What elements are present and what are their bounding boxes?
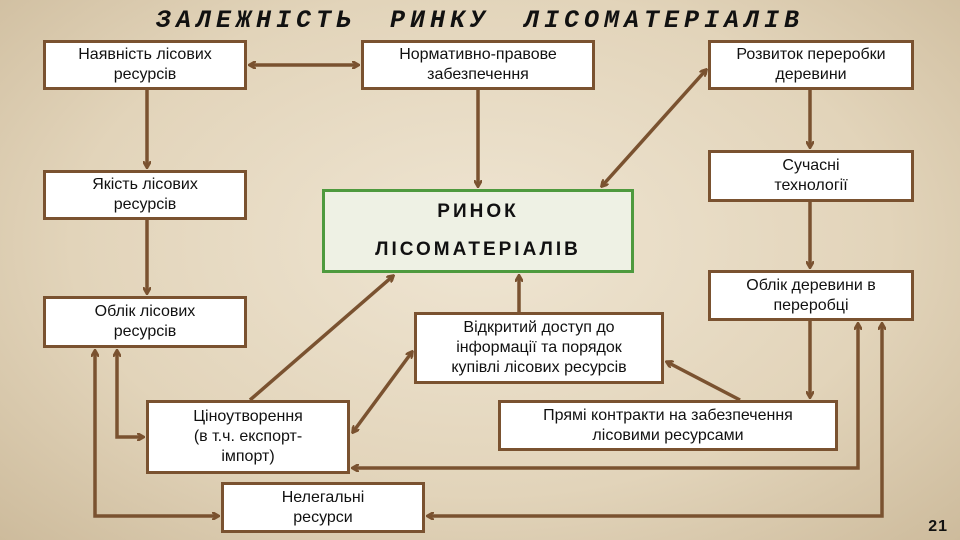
box-quality: Якість лісових ресурсів [43, 170, 247, 220]
arrow-forestacc-pricing [117, 351, 143, 437]
arrow-pricing-market [248, 276, 393, 402]
box-wood-accounting: Облік деревини в переробці [708, 270, 914, 321]
box-pricing: Ціноутворення (в т.ч. експорт- імпорт) [146, 400, 350, 474]
box-processing: Розвиток переробки деревини [708, 40, 914, 90]
arrow-contracts-openaccess [667, 362, 741, 402]
box-forest-availability: Наявність лісових ресурсів [43, 40, 247, 90]
box-technologies: Сучасні технології [708, 150, 914, 202]
box-direct-contracts: Прямі контракти на забезпечення лісовими… [498, 400, 838, 451]
arrow-woodacc-illegal [428, 324, 882, 516]
market-line2: ЛІСОМАТЕРІАЛІВ [375, 239, 581, 260]
arrow-forestacc-illegal [95, 351, 218, 516]
market-line1: РИНОК [437, 201, 519, 222]
box-open-access: Відкритий доступ до інформації та порядо… [414, 312, 664, 384]
page-title: ЗАЛЕЖНІСТЬ РИНКУ ЛІСОМАТЕРІАЛІВ [155, 6, 805, 35]
box-market: РИНОК ЛІСОМАТЕРІАЛІВ [322, 189, 634, 273]
box-regulatory: Нормативно-правове забезпечення [361, 40, 595, 90]
box-illegal-resources: Нелегальні ресурси [221, 482, 425, 533]
page-number: 21 [928, 518, 948, 535]
box-forest-accounting: Облік лісових ресурсів [43, 296, 247, 348]
arrow-pricing-openaccess [353, 352, 412, 432]
arrow-market-processing [602, 70, 706, 186]
